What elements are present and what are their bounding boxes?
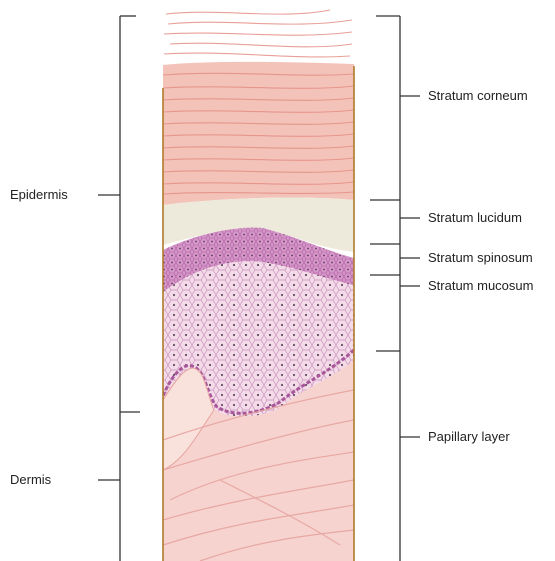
left-bracket <box>98 16 140 561</box>
label-papillary-layer: Papillary layer <box>428 429 510 444</box>
right-bracket <box>370 16 420 561</box>
label-stratum-spinosum: Stratum spinosum <box>428 250 533 265</box>
label-epidermis: Epidermis <box>10 187 68 202</box>
skin-tissue-column <box>163 0 354 561</box>
label-stratum-corneum: Stratum corneum <box>428 88 528 103</box>
label-dermis: Dermis <box>10 472 51 487</box>
label-stratum-mucosum: Stratum mucosum <box>428 278 533 293</box>
label-stratum-lucidum: Stratum lucidum <box>428 210 522 225</box>
